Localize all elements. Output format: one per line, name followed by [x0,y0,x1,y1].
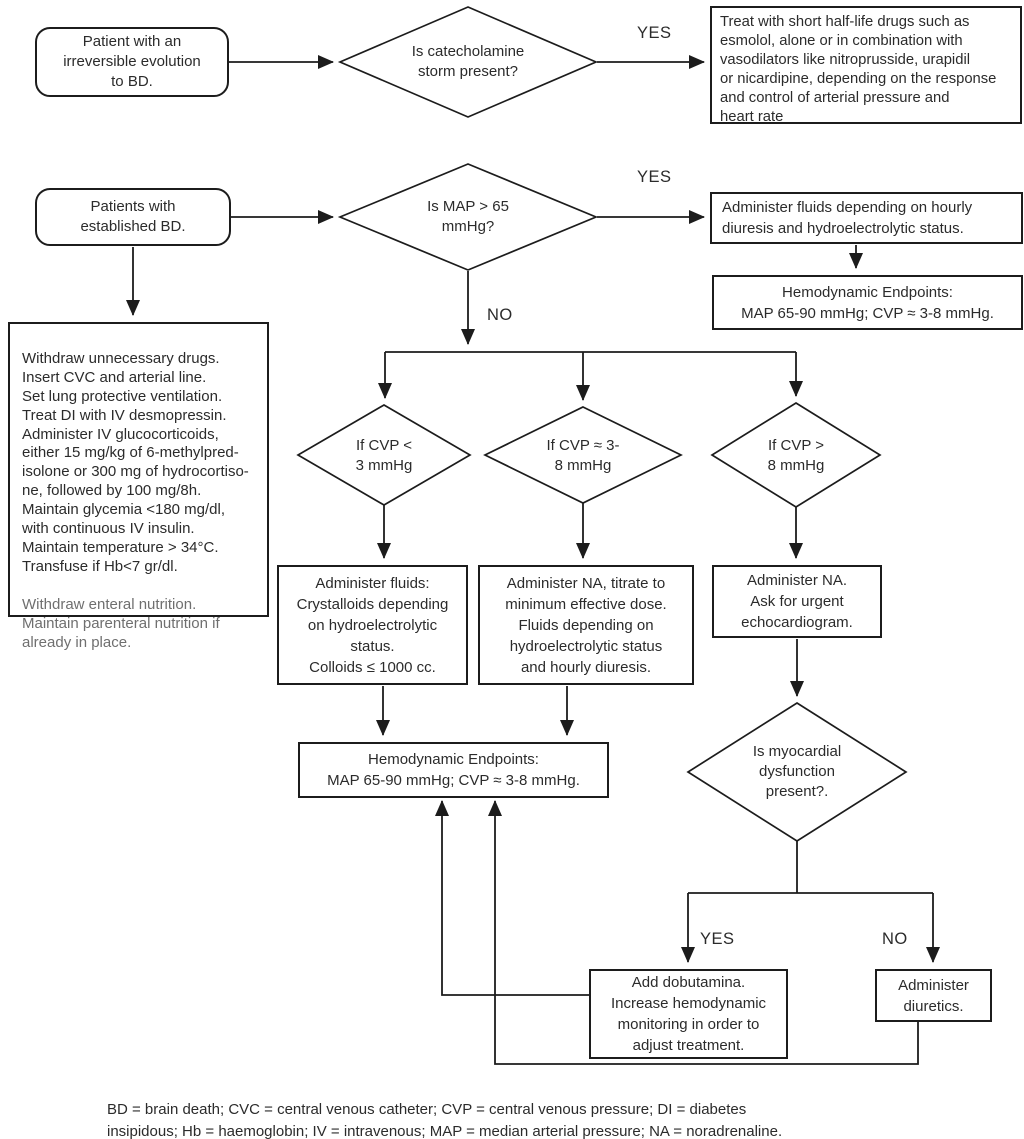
treat-catecholamine-box: Treat with short half-life drugs such as… [710,6,1022,125]
decision-cvp-mid-label: If CVP ≈ 3- 8 mmHg [546,437,620,474]
add-dobutamine-box: Add dobutamina. Increase hemodynamic mon… [589,969,788,1059]
abbreviation-legend: BD = brain death; CVC = central venous c… [107,1101,783,1139]
decision-cvp-low-label: If CVP < 3 mmHg [355,437,413,474]
general-care-main-text: Withdraw unnecessary drugs. Insert CVC a… [22,349,249,575]
feedback-dobutamine-to-endpoints [435,800,589,996]
decision-catecholamine-label: Is catecholamine storm present? [411,43,525,80]
action-cvp-low-box: Administer fluids: Crystalloids dependin… [277,565,468,685]
decision-map-label: Is MAP > 65 mmHg? [427,198,509,235]
general-care-box: Withdraw unnecessary drugs. Insert CVC a… [8,322,269,651]
start-box-irreversible-bd: Patient with an irreversible evolution t… [35,27,229,97]
hemodynamic-endpoints-right-box: Hemodynamic Endpoints: MAP 65-90 mmHg; C… [712,275,1023,330]
action-cvp-mid-box: Administer NA, titrate to minimum effect… [478,565,694,685]
decision-catecholamine-shape [337,6,599,118]
decision-cvp-high-label: If CVP > 8 mmHg [767,437,825,474]
general-care-muted-text: Withdraw enteral nutrition. Maintain par… [22,595,220,651]
administer-fluids-hourly-box: Administer fluids depending on hourly di… [710,192,1023,244]
action-cvp-high-box: Administer NA. Ask for urgent echocardio… [712,565,882,638]
myocardial-split-rail [688,841,933,894]
hemodynamic-endpoints-center-box: Hemodynamic Endpoints: MAP 65-90 mmHg; C… [298,742,609,798]
feedback-diuretics-to-endpoints [488,800,919,1065]
edge-label-no-map: NO [487,306,513,324]
decision-myocardial-shape [686,701,908,843]
start-box-established-bd: Patients with established BD. [35,188,231,246]
decision-myocardial-label: Is myocardial dysfunction present?. [752,743,842,800]
decision-map-shape [337,163,599,271]
edge-label-no-myocardial: NO [882,930,908,948]
edge-label-yes-map: YES [637,168,672,186]
administer-diuretics-box: Administer diuretics. [875,969,992,1022]
decision-cvp-low-shape [296,404,472,506]
decision-cvp-mid-shape [483,406,683,504]
edge-label-yes-myocardial: YES [700,930,735,948]
decision-cvp-high-shape [710,402,882,508]
edge-label-yes-catecholamine: YES [637,24,672,42]
